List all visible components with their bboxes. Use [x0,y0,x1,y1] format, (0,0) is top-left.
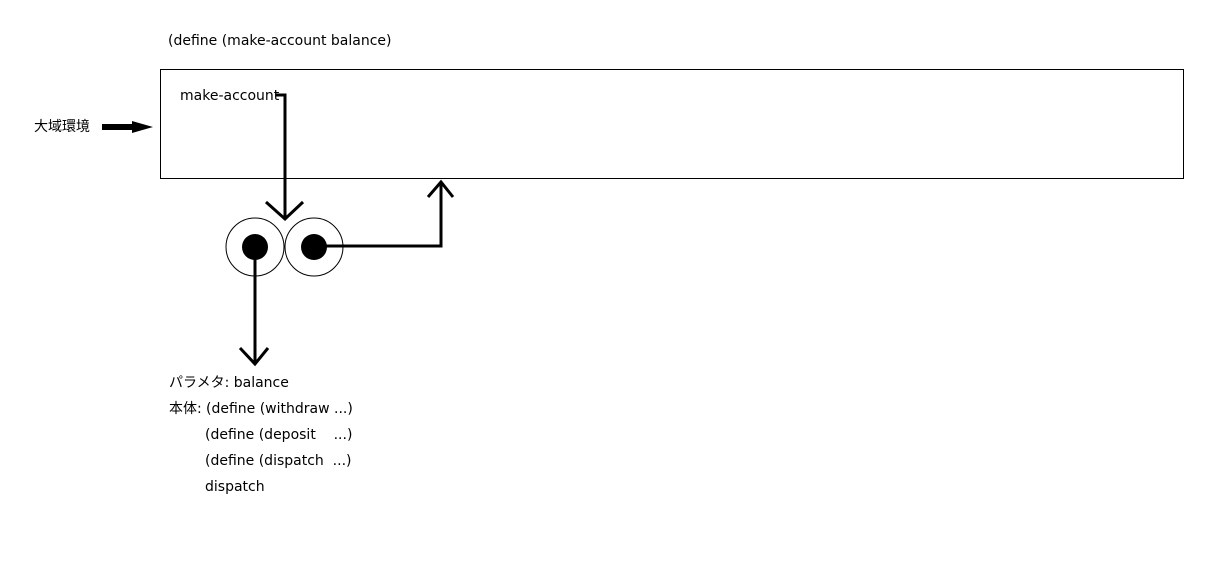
env-pointer-arrow [314,179,455,248]
binding-to-procedure-arrow [264,93,305,222]
code-pointer-arrow [238,247,270,367]
binding-make-account: make-account [180,88,280,104]
global-env-label: 大域環境 [34,119,90,135]
header-code: (define (make-account balance) [168,33,392,49]
global-env-pointer-arrow [102,121,153,133]
global-environment-frame [160,69,1184,179]
parameter-line: パラメタ: balance [169,375,289,391]
body-label: 本体: [169,401,207,417]
body-line-deposit: (define (deposit ...) [205,427,353,443]
body-line-dispatch-define: (define (dispatch ...) [205,453,352,469]
body-line-withdraw: (define (withdraw ...) [206,401,353,417]
body-line-dispatch: dispatch [205,479,265,495]
